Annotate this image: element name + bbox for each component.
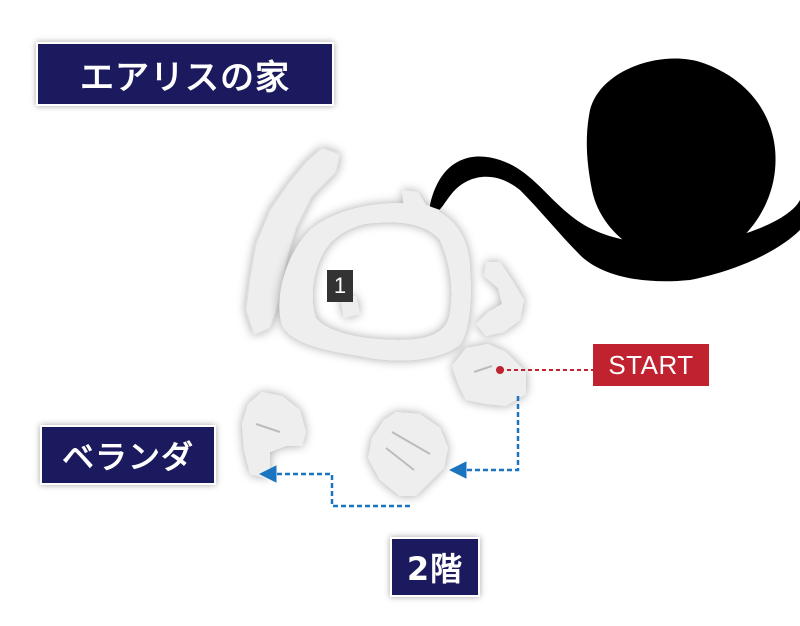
- room-start-area: [452, 262, 526, 406]
- route-path: [259, 366, 595, 508]
- map-title: エアリスの家: [36, 42, 334, 106]
- room-2f: [368, 412, 448, 496]
- area-1-loop: [279, 190, 471, 361]
- route-to-2f: [449, 396, 520, 479]
- room-upper-left: [245, 147, 341, 336]
- start-marker: [496, 366, 504, 374]
- unexplored-area: [430, 58, 800, 282]
- veranda-label: ベランダ: [40, 425, 216, 485]
- start-label: START: [593, 344, 709, 386]
- floor2-label: 2階: [390, 537, 480, 597]
- room-veranda: [242, 392, 306, 478]
- room-details: [255, 365, 493, 471]
- area-number-badge: 1: [327, 270, 353, 302]
